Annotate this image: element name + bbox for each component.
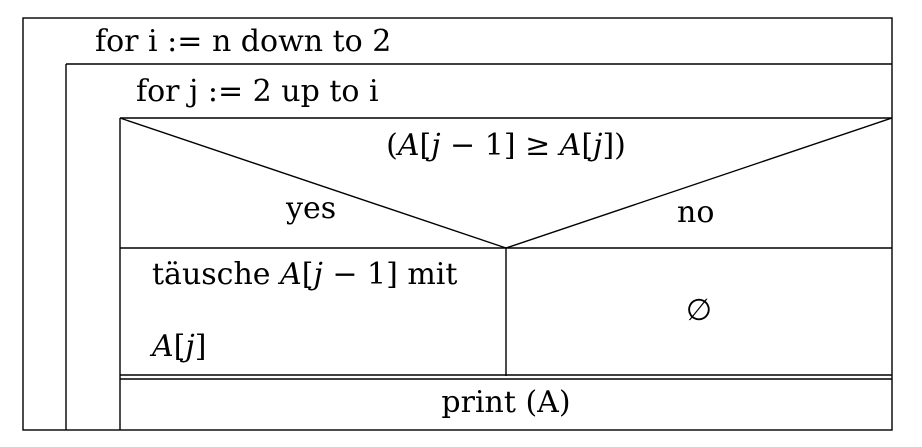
yes-branch-minus-one: − 1 — [322, 257, 387, 292]
condition-bracket-open2: [ — [581, 128, 594, 163]
yes-branch-a2: A — [152, 329, 174, 364]
print-statement: print (A) — [441, 385, 571, 420]
yes-branch-j1: j — [313, 257, 323, 292]
decision-condition: (A[j − 1] ≥ A[j]) — [120, 131, 892, 161]
condition-a2: A — [559, 128, 582, 163]
condition-a1: A — [397, 128, 420, 163]
decision-no-label: no — [677, 195, 715, 230]
yes-branch-prefix: täusche — [152, 257, 281, 292]
condition-bracket-open1: [ — [419, 128, 432, 163]
condition-geq: ≥ — [515, 128, 560, 163]
yes-branch-j2: j — [185, 329, 195, 364]
yes-branch-bracket-open1: [ — [301, 257, 314, 292]
decision-yes-label: yes — [286, 191, 337, 226]
decision-diagonal-right — [505, 117, 893, 249]
condition-minus-one: − 1 — [440, 128, 504, 163]
outer-loop-label: for i := n down to 2 — [95, 24, 392, 59]
yes-branch-bracket-close2: ] — [194, 329, 207, 364]
outer-loop-frame — [22, 17, 893, 431]
yes-branch-line2: A[j] — [152, 332, 206, 362]
yes-branch-mit: mit — [407, 257, 458, 292]
inner-loop-label: for j := 2 up to i — [136, 74, 379, 109]
yes-branch-bracket-close1: ] — [386, 257, 408, 292]
condition-bracket-close2: ] — [602, 128, 615, 163]
yes-branch-bracket-open2: [ — [173, 329, 186, 364]
condition-bracket-close1: ] — [503, 128, 516, 163]
no-branch-empty-set-symbol: ∅ — [685, 293, 713, 328]
condition-open-paren: ( — [386, 128, 398, 163]
decision-diagonal-left — [119, 117, 507, 249]
yes-branch-a1: A — [280, 257, 302, 292]
yes-branch-line1: täusche A[j − 1] mit — [152, 260, 457, 290]
condition-close-paren: ) — [614, 128, 626, 163]
condition-j2: j — [593, 128, 603, 163]
condition-j1: j — [431, 128, 441, 163]
